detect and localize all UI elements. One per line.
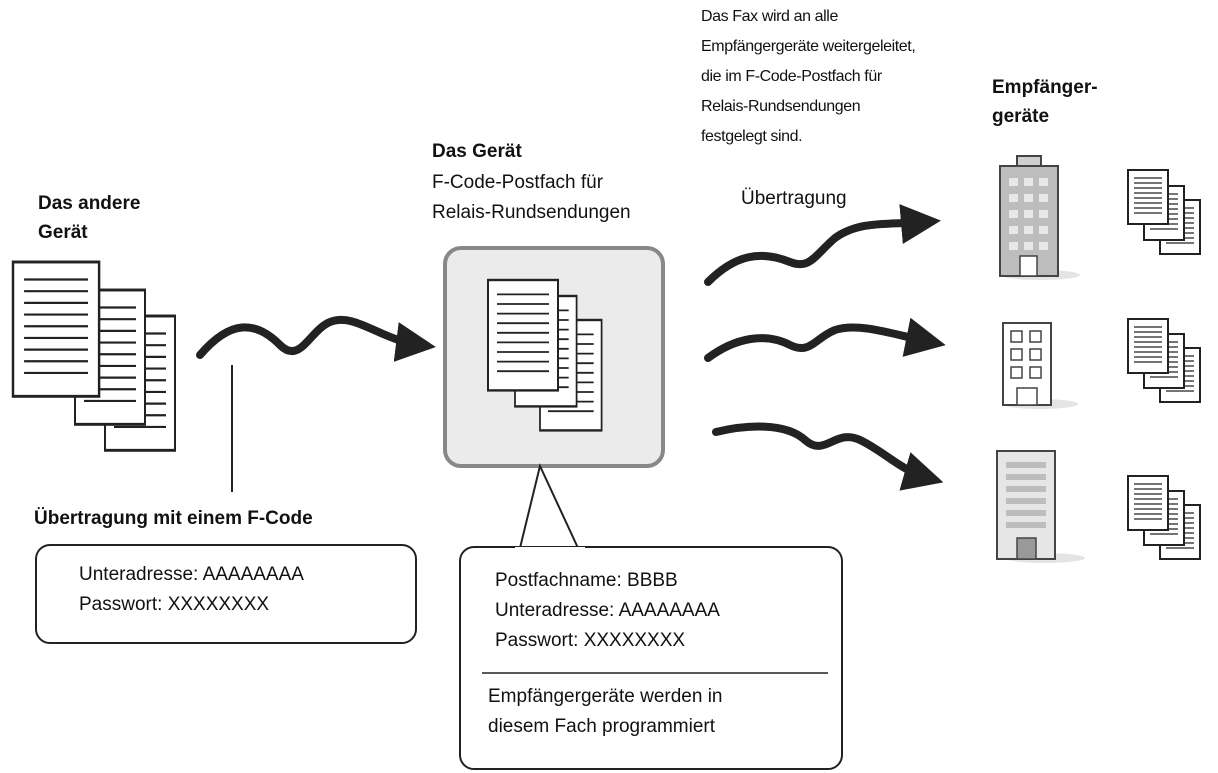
transmission-arrow-in	[196, 315, 436, 362]
mailbox-note-line1: Empfängergeräte werden in	[488, 686, 723, 707]
mailbox-subaddress: Unteradresse: AAAAAAAA	[495, 600, 720, 621]
fcode-password: Passwort: XXXXXXXX	[79, 594, 270, 615]
recipients-title-line1: Empfänger-	[992, 77, 1098, 98]
transmission-arrow-out-2	[704, 317, 946, 362]
fcode-transmission-heading: Übertragung mit einem F-Code	[34, 508, 313, 529]
recipient-document-stack-2-icon	[1127, 318, 1201, 403]
mailbox-callout-pointer	[519, 462, 579, 549]
forward-note-line3: die im F-Code-Postfach für	[701, 68, 882, 85]
recipient-building-3-icon	[996, 450, 1085, 563]
sender-title-line2: Gerät	[38, 222, 88, 243]
recipient-building-2-icon	[1002, 322, 1078, 409]
mailbox-password: Passwort: XXXXXXXX	[495, 630, 686, 651]
transmission-arrow-out-1	[704, 204, 941, 286]
recipient-document-stack-3-icon	[1127, 475, 1201, 560]
forward-note-line4: Relais-Rundsendungen	[701, 98, 861, 115]
forward-note-line2: Empfängergeräte weitergeleitet,	[701, 38, 916, 55]
recipient-building-1-icon	[999, 155, 1080, 280]
transmission-label: Übertragung	[741, 188, 847, 209]
sender-title-line1: Das andere	[38, 193, 141, 214]
transmission-arrow-out-3	[712, 422, 944, 491]
device-subtitle-line2: Relais-Rundsendungen	[432, 202, 631, 223]
mailbox-info-box	[459, 546, 843, 770]
forward-note-line1: Das Fax wird an alle	[701, 8, 838, 25]
sender-document-stack-icon	[11, 260, 177, 452]
recipient-document-stack-1-icon	[1127, 169, 1201, 255]
mailbox-name: Postfachname: BBBB	[495, 570, 678, 591]
device-title: Das Gerät	[432, 141, 522, 162]
fcode-info-box	[35, 544, 417, 644]
device-subtitle-line1: F-Code-Postfach für	[432, 172, 604, 193]
mailbox-note-line2: diesem Fach programmiert	[488, 716, 716, 737]
fcode-subaddress: Unteradresse: AAAAAAAA	[79, 564, 304, 585]
recipients-title-line2: geräte	[992, 106, 1050, 127]
forward-note-line5: festgelegt sind.	[701, 128, 803, 145]
